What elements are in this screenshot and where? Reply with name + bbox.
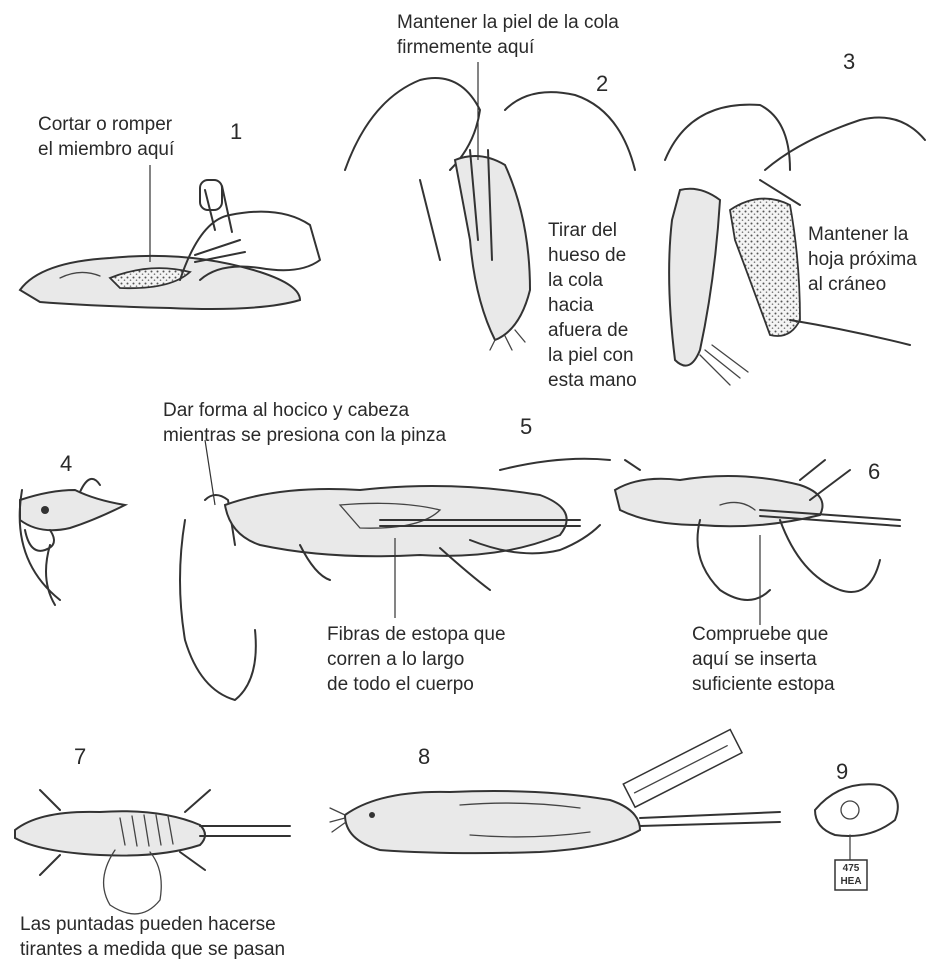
step-number-1: 1 [230,120,242,144]
step-1-label: Cortar o romper el miembro aquí [38,112,174,162]
step-number-4: 4 [60,452,72,476]
panel-1-illustration [20,180,320,309]
tag-code: HEA [836,875,866,888]
panel-8-illustration [330,730,780,854]
step-5-label-bottom: Fibras de estopa que corren a lo largo d… [327,622,506,697]
step-6-label: Compruebe que aquí se inserta suficiente… [692,622,835,697]
tag-number: 475 [836,862,866,875]
step-2-label-side: Tirar del hueso de la cola hacia afuera … [548,218,637,393]
panel-7-illustration [15,790,290,914]
step-5-label-top: Dar forma al hocico y cabeza mientras se… [163,398,446,448]
step-3-label: Mantener la hoja próxima al cráneo [808,222,917,297]
step-number-2: 2 [596,72,608,96]
panel-4-illustration [20,479,125,605]
panel-6-illustration [615,460,900,600]
step-number-5: 5 [520,415,532,439]
step-number-9: 9 [836,760,848,784]
step-2-label-top: Mantener la piel de la cola firmemente a… [397,10,619,60]
step-number-7: 7 [74,745,86,769]
step-7-label: Las puntadas pueden hacerse tirantes a m… [20,912,285,962]
step-number-8: 8 [418,745,430,769]
specimen-tag-text: 475 HEA [836,862,866,888]
step-number-6: 6 [868,460,880,484]
step-number-3: 3 [843,50,855,74]
